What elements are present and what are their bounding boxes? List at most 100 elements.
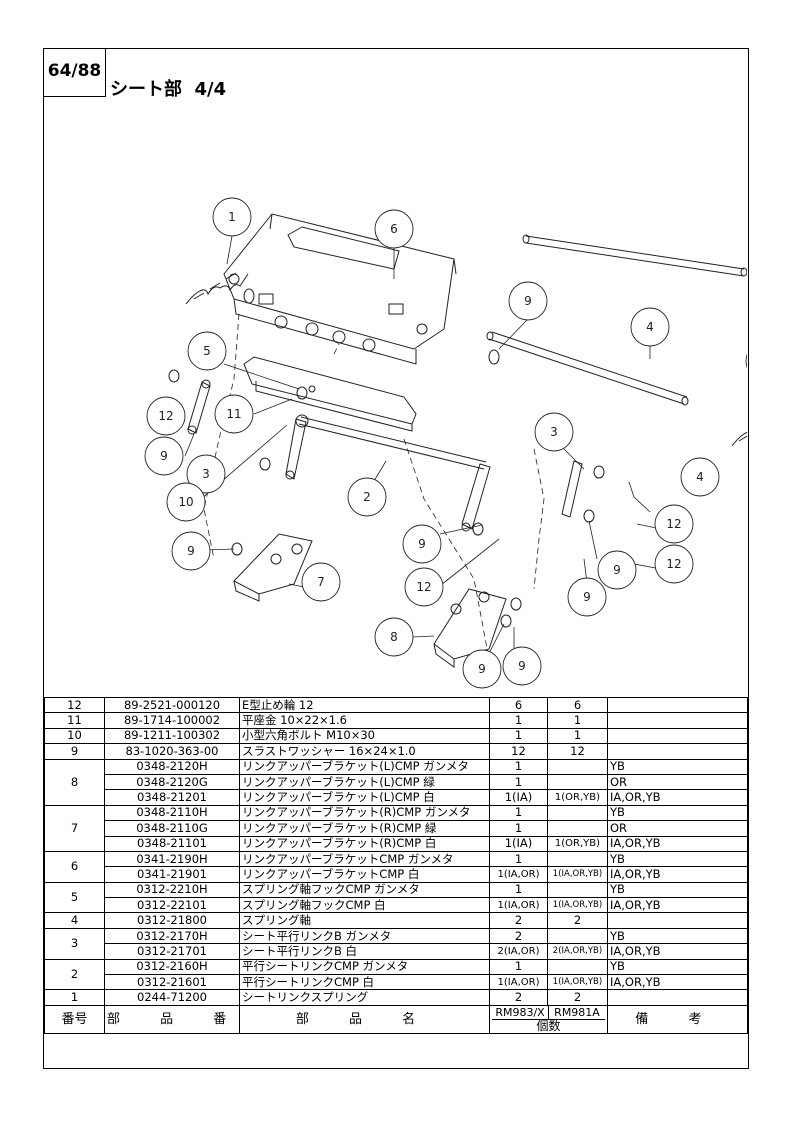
qty-model-b: 1(OR,YB)	[547, 835, 608, 852]
part-number: 83-1020-363-00	[104, 743, 240, 760]
part-number: 0348-2110G	[104, 820, 240, 837]
callout-label: 9	[583, 590, 591, 604]
item-number: 3	[44, 927, 105, 960]
qty-model-b: 2	[547, 912, 608, 929]
callout-11	[214, 394, 254, 434]
qty-model-b: 12	[547, 743, 608, 760]
header-no: 番号	[44, 1004, 105, 1034]
qty-model-a: 2	[489, 989, 548, 1006]
header-quantity: RM983/X RM981A 個数	[489, 1004, 608, 1034]
hidden-lines	[203, 313, 545, 660]
part-name: シート平行リンクB 白	[239, 943, 490, 960]
qty-model-b	[547, 773, 608, 791]
note: IA,OR,YB	[607, 789, 748, 806]
qty-model-b: 1(IA,OR,YB)	[547, 866, 608, 883]
page-number: 64/88	[44, 49, 106, 97]
part-name: リンクアッパーブラケット(L)CMP 白	[239, 789, 490, 806]
parts-sheet: 64/88 シート部 4/4	[43, 48, 749, 1069]
callout-label: 3	[202, 467, 210, 481]
callout-label: 9	[518, 659, 526, 673]
part-name: 平座金 10×22×1.6	[239, 712, 490, 729]
callout-label: 9	[160, 449, 168, 463]
part-number: 0312-2170H	[104, 927, 240, 945]
callout-9-lower-left	[171, 531, 211, 571]
callout-2	[347, 477, 387, 517]
qty-model-a: 1	[489, 958, 548, 976]
qty-model-b: 6	[547, 696, 608, 714]
part-name: リンクアッパーブラケットCMP ガンメタ	[239, 850, 490, 868]
qty-model-b: 1(IA,OR,YB)	[547, 897, 608, 914]
bracket-r-part	[233, 533, 313, 602]
qty-model-a: 1	[489, 820, 548, 837]
qty-model-a: 12	[489, 743, 548, 760]
part-number: 0312-21601	[104, 974, 240, 991]
bracket-l-part	[433, 588, 507, 668]
note: OR	[607, 773, 748, 791]
part-name: リンクアッパーブラケットCMP 白	[239, 866, 490, 883]
callout-12-right-upper	[654, 504, 694, 544]
part-name: リンクアッパーブラケット(R)CMP 白	[239, 835, 490, 852]
callout-3-left	[186, 454, 226, 494]
note: YB	[607, 881, 748, 899]
callout-label: 1	[228, 210, 236, 224]
part-name: リンクアッパーブラケット(L)CMP 緑	[239, 773, 490, 791]
qty-model-a: 2	[489, 927, 548, 945]
callout-label: 4	[696, 470, 704, 484]
qty-model-a: 1(IA,OR)	[489, 866, 548, 883]
part-number: 0244-71200	[104, 989, 240, 1006]
part-name: シートリンクスプリング	[239, 989, 490, 1006]
item-number: 12	[44, 696, 105, 714]
callout-label: 9	[613, 563, 621, 577]
note	[607, 743, 748, 760]
part-name: 小型六角ボルト M10×30	[239, 727, 490, 745]
upper-bracket-part	[223, 213, 457, 365]
part-number: 89-1714-100002	[104, 712, 240, 729]
callout-label: 12	[666, 517, 681, 531]
qty-model-a: 1	[489, 881, 548, 899]
header-qty-model-b: RM981A	[554, 1005, 600, 1019]
header-qty: 個数	[536, 1018, 561, 1033]
note	[607, 727, 748, 745]
part-number: 0348-2120H	[104, 758, 240, 775]
qty-model-a: 1	[489, 727, 548, 745]
header-part-number: 部 品 番 号	[104, 1004, 240, 1034]
callout-12-center	[404, 567, 444, 607]
part-name: リンクアッパーブラケット(R)CMP ガンメタ	[239, 804, 490, 822]
qty-model-b	[547, 927, 608, 945]
callout-label: 2	[363, 490, 371, 504]
callout-label: 11	[226, 407, 241, 421]
callout-1-right	[745, 353, 747, 369]
spring-shaft-part	[486, 234, 747, 406]
callout-10	[166, 482, 206, 522]
callout-label: 12	[416, 580, 431, 594]
part-name: 平行シートリンクCMP ガンメタ	[239, 958, 490, 976]
header-note: 備 考	[607, 1004, 748, 1034]
callout-9-right	[597, 550, 637, 590]
part-number: 89-2521-000120	[104, 696, 240, 714]
exploded-parts-diagram: 1 6 9 4 1 5 12 11 9 3 10 2 3 4 12 12 9 9…	[144, 197, 747, 689]
callout-12-left	[146, 396, 186, 436]
callout-9-left	[144, 436, 184, 476]
callout-9-center	[402, 524, 442, 564]
page-title: シート部 4/4	[110, 79, 227, 100]
part-name: E型止め輪 12	[239, 696, 490, 714]
item-number: 7	[44, 804, 105, 852]
qty-model-b: 1(OR,YB)	[547, 789, 608, 806]
header-qty-model-a: RM983/X	[492, 1006, 549, 1019]
callout-9-bottom-right	[502, 646, 542, 686]
note: IA,OR,YB	[607, 897, 748, 914]
qty-model-a: 1	[489, 804, 548, 822]
qty-model-b	[547, 820, 608, 837]
